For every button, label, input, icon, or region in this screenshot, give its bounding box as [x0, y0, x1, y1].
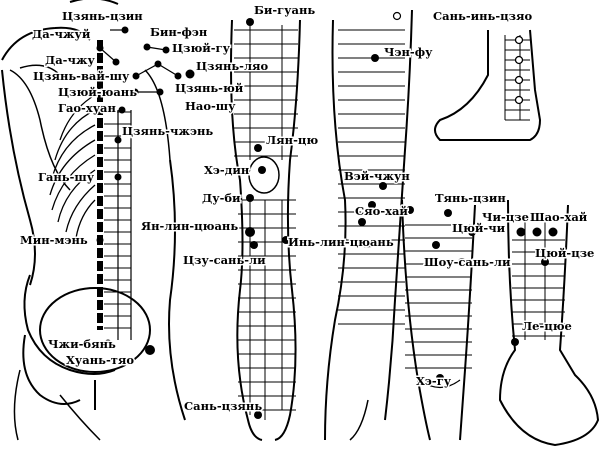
arm-panel — [401, 199, 476, 441]
label-gan-shu: Гань-шу — [38, 170, 95, 184]
label-syao-hay: Сяо-хай — [355, 204, 408, 218]
thigh-panel — [324, 9, 413, 441]
label-min-men: Мин-мэнь — [20, 233, 88, 247]
label-bin-fen: Бин-фэн — [150, 25, 208, 39]
label-tyan-czin: Тянь-цзин — [435, 191, 506, 205]
back-leaders — [99, 29, 179, 93]
label-le-czyue: Ле-цюе — [522, 319, 572, 333]
label-chen-fu: Чэн-фу — [384, 45, 433, 59]
thigh-points — [358, 11, 402, 226]
label-lyan-czyu: Лян-цю — [266, 133, 318, 147]
label-czyan-yuy: Цзянь-юй — [175, 81, 244, 95]
forearm-grid — [512, 239, 565, 337]
label-bi-guan: Би-гуань — [254, 3, 315, 17]
label-he-gu: Хэ-гу — [416, 374, 452, 388]
label-chzhi-byan: Чжи-бянь — [48, 337, 116, 351]
spine-grid — [104, 111, 131, 329]
label-shao-hay: Шао-хай — [530, 210, 588, 224]
label-czu-san-li: Цзу-сань-ли — [183, 253, 266, 267]
label-czyan-chzhen: Цзянь-чжэнь — [122, 124, 213, 138]
label-chi-cze: Чи-цзе — [482, 210, 529, 224]
label-czyan-vay-shu: Цзянь-вай-шу — [33, 69, 130, 83]
label-czyuy-gu: Цзюй-гу — [172, 41, 231, 55]
label-he-din: Хэ-дин — [204, 163, 250, 177]
foot-panel — [434, 29, 542, 141]
foot-points — [514, 35, 524, 105]
label-san-in-czyao: Сань-инь-цзяо — [433, 9, 532, 23]
label-czyan-lyao: Цзянь-ляо — [196, 59, 269, 73]
label-in-lin-czyuan: Инь-лин-цюань — [288, 235, 394, 249]
label-vey-chzhun: Вэй-чжун — [344, 169, 410, 183]
label-huan-tyao: Хуань-тяо — [66, 353, 134, 367]
label-czyuy-chi: Цюй-чи — [452, 221, 506, 235]
label-czyuy-yuan: Цзюй-юань — [58, 85, 137, 99]
label-da-chzhuy: Да-чжуй — [32, 27, 91, 41]
label-shou-san-li: Шоу-сань-ли — [424, 255, 511, 269]
label-nao-shu: Нао-шу — [185, 99, 236, 113]
arm-grid — [405, 224, 472, 369]
leg-points — [245, 18, 290, 419]
label-czyuy-cze: Цюй-цзе — [535, 246, 594, 260]
ribs — [49, 94, 96, 239]
label-yan-lin-czyuan: Ян-лин-цюань — [141, 219, 238, 233]
back-panel — [1, 0, 186, 441]
label-czyan-czin: Цзянь-цзин — [62, 9, 143, 23]
label-da-chzhu: Да-чжу — [45, 53, 95, 67]
labels: Цзянь-цзин Да-чжуй Бин-фэн Цзюй-гу Да-чж… — [19, 2, 596, 415]
label-gao-huan: Гао-хуан — [58, 101, 117, 115]
arm-points — [406, 206, 476, 382]
label-du-bi: Ду-би — [202, 191, 241, 205]
forearm-points — [511, 227, 558, 346]
label-san-czyan: Сань-цзянь — [184, 399, 262, 413]
